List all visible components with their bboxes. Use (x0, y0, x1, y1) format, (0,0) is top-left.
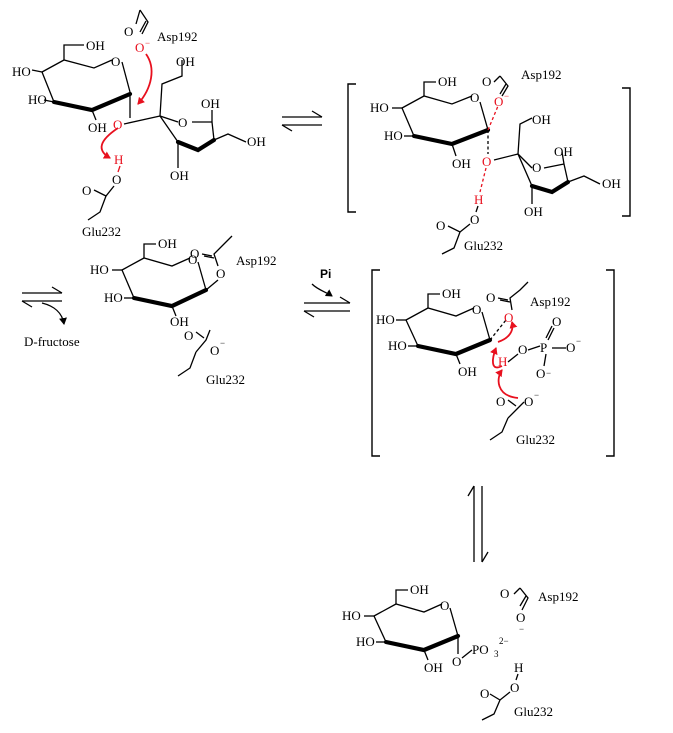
glu-oxygen: O (470, 212, 479, 227)
atom-ho: HO (104, 290, 123, 305)
carbonyl-oxygen: O (436, 218, 445, 233)
atom-oh: OH (410, 582, 429, 597)
atom-oh: OH (247, 134, 266, 149)
atom-oh: OH (170, 168, 189, 183)
equilibrium-arrow-4 (467, 485, 489, 563)
atom-ho: HO (384, 128, 403, 143)
charge: − (546, 368, 551, 378)
equilibrium-arrow-1 (281, 110, 323, 132)
asp-leaving-oxygen: O (504, 310, 513, 325)
residue-glu232: Glu232 (514, 704, 553, 719)
atom-ho: HO (376, 312, 395, 327)
glucose-1-phosphate-product: OH HO HO OH O O PO 3 2− O O − Asp192 H O… (342, 582, 578, 721)
phosphate-subscript: 3 (494, 649, 499, 659)
atom-oh: OH (452, 156, 471, 171)
atom-oh: OH (602, 176, 621, 191)
atom-ho: HO (28, 92, 47, 107)
phosphate-group: PO (472, 642, 489, 657)
carboxylate-oxygen: O (482, 74, 491, 89)
residue-asp192: Asp192 (157, 29, 197, 44)
residue-glu232: Glu232 (516, 432, 555, 447)
label-d-fructose: D-fructose (24, 334, 80, 349)
asp-nucleophile-oxygen: O (135, 40, 144, 55)
phosphate-charge: 2− (499, 636, 509, 646)
phosphate-oxygen: O (536, 366, 545, 381)
acid-proton: H (114, 152, 123, 167)
phosphorus: P (540, 340, 547, 355)
carbonyl-oxygen: O (500, 586, 509, 601)
carboxylate-oxygen: O (124, 24, 133, 39)
charge: − (576, 336, 581, 346)
glu-oxygen: O (112, 172, 121, 187)
atom-ho: HO (370, 100, 389, 115)
carboxylate-oxygen: O (210, 343, 219, 358)
atom-oh: OH (532, 112, 551, 127)
atom-oh: OH (201, 96, 220, 111)
glycosyl-enzyme-intermediate: OH HO HO OH O O O Asp192 O O − Glu232 (90, 235, 276, 387)
charge: − (145, 38, 150, 48)
residue-glu232: Glu232 (206, 372, 245, 387)
label-pi: Pi (320, 267, 331, 281)
carbonyl-oxygen: O (184, 328, 193, 343)
atom-oh: OH (438, 74, 457, 89)
residue-glu232: Glu232 (82, 224, 121, 239)
atom-oh: OH (176, 54, 195, 69)
residue-glu232: Glu232 (464, 238, 503, 253)
residue-asp192: Asp192 (530, 294, 570, 309)
atom-oh: OH (424, 660, 443, 675)
glycosidic-oxygen: O (113, 117, 122, 132)
ring-oxygen: O (472, 302, 481, 317)
ring-oxygen: O (111, 54, 120, 69)
equilibrium-arrow-3: Pi (303, 267, 351, 318)
transition-state-1: OH HO HO OH O O O O − Asp192 OH O OH OH … (347, 67, 631, 255)
glu-oxygen: O (510, 680, 519, 695)
anomeric-oxygen: O (452, 654, 461, 669)
atom-ho: HO (356, 634, 375, 649)
atom-oh: OH (88, 120, 107, 135)
carbonyl-oxygen: O (480, 686, 489, 701)
ring-oxygen: O (470, 90, 479, 105)
glu-base-oxygen: O (524, 394, 533, 409)
carbonyl-oxygen: O (82, 183, 91, 198)
charge: − (534, 390, 539, 400)
atom-oh: OH (524, 204, 543, 219)
residue-asp192: Asp192 (538, 589, 578, 604)
residue-asp192: Asp192 (236, 253, 276, 268)
atom-oh: OH (158, 236, 177, 251)
acid-proton: H (474, 192, 483, 207)
sucrose-complex: OH HO HO OH O O O OH OH OH OH O O − Asp1… (12, 9, 266, 239)
atom-oh: OH (170, 314, 189, 329)
atom-oh: OH (458, 364, 477, 379)
ring-oxygen: O (440, 598, 449, 613)
phosphate-oxygen: O (552, 314, 561, 329)
ring-oxygen: O (188, 252, 197, 267)
charge: − (504, 91, 509, 101)
atom-ho: HO (388, 338, 407, 353)
atom-oh: OH (554, 144, 573, 159)
ring-oxygen: O (532, 160, 541, 175)
charge: − (220, 338, 225, 348)
atom-ho: HO (342, 608, 361, 623)
ester-oxygen: O (216, 266, 225, 281)
transition-state-2: OH HO HO OH O O O Asp192 H O P O O − O −… (371, 269, 615, 457)
carboxylate-oxygen: O (516, 610, 525, 625)
phosphate-oxygen: O (518, 342, 527, 357)
carbonyl-oxygen: O (190, 246, 199, 261)
atom-oh: OH (86, 38, 105, 53)
ring-oxygen: O (178, 115, 187, 130)
phosphate-proton: H (498, 354, 507, 369)
charge: − (519, 624, 524, 634)
atom-oh: OH (442, 286, 461, 301)
equilibrium-arrow-2: D-fructose (21, 286, 80, 349)
asp-nucleophile-oxygen: O (494, 94, 503, 109)
carbonyl-oxygen: O (496, 394, 505, 409)
phosphate-oxygen: O (566, 340, 575, 355)
glycosidic-oxygen: O (482, 154, 491, 169)
acid-proton: H (514, 660, 523, 675)
residue-asp192: Asp192 (521, 67, 561, 82)
atom-ho: HO (12, 64, 31, 79)
atom-ho: HO (90, 262, 109, 277)
carbonyl-oxygen: O (486, 290, 495, 305)
